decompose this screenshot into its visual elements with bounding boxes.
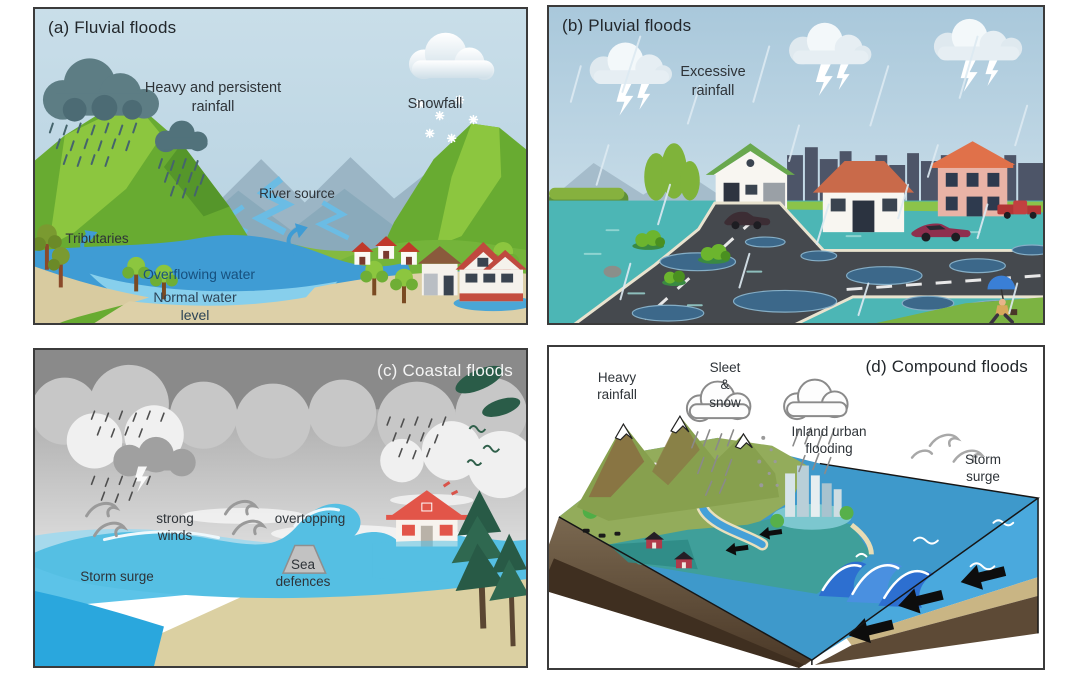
sleet-dots [757,435,779,488]
storm-cloud-icon [789,22,872,96]
label-inland-urban-flooding: Inland urban flooding [791,424,867,457]
panel-coastal-floods: (c) Coastal floods strong winds overtopp… [33,348,528,668]
storm-cloud-icon [589,42,673,116]
lightning-icon [960,60,978,92]
label-heavy-rainfall-d: Heavy rainfall [597,370,637,403]
panel-c-title: (c) Coastal floods [377,361,513,380]
label-sleet-snow: Sleet & snow [709,360,741,410]
block-left-face-dark [549,558,812,668]
label-storm-surge-c: Storm surge [80,569,154,584]
overflow-arrow-icon [80,223,308,262]
beach-sand [89,573,526,666]
panel-pluvial-floods: (b) Pluvial floods Excessive rainfall [547,5,1045,325]
storm-cloud-icon [933,18,1023,92]
small-houses-icon [351,236,420,265]
lightning-icon [815,64,833,96]
label-storm-surge-d: Storm surge [964,452,1001,485]
rain-drops [90,410,447,503]
lightning-icon [134,466,149,493]
rain-drops [48,122,205,199]
rain-cloud-icon [42,58,208,153]
poplar-bushes [644,143,700,201]
label-river-source: River source [259,186,335,201]
block-left-face [549,516,812,668]
house-icon [417,245,462,296]
rain-streaks [569,35,1029,317]
pluvial-floods-illustration [549,7,1043,323]
city-buildings [770,465,854,530]
label-excessive-rainfall: Excessive rainfall [680,64,746,99]
wind-swirl-icon [910,433,986,463]
snowflakes [415,95,479,144]
snow-cloud-icon [408,32,495,81]
surge-arrows-icon [725,526,1007,644]
lightning-icon [616,84,634,116]
house-pink-icon [929,141,1016,217]
block-outlines [558,462,1040,666]
fluvial-floods-illustration [35,9,526,323]
house-orange-roof-icon [812,161,915,233]
label-sea-defences: Sea defences [275,557,331,590]
label-heavy-persistent-rainfall: Heavy and persistent rainfall [144,80,282,115]
wind-swirl-icon [85,499,268,538]
panel-b-title: (b) Pluvial floods [562,16,692,35]
rain-cloud-icon [685,380,752,496]
large-house-icon [453,242,526,312]
label-normal-water-level: Normal water level [153,289,237,323]
lightning-icon [836,64,850,90]
compound-floods-illustration [549,347,1043,668]
water-bushes [603,230,731,286]
sea-defence-icon [281,544,327,574]
label-overflowing-water: Overflowing water [142,266,256,282]
coastal-floods-illustration [35,350,526,666]
truck-icon [997,200,1042,219]
car-sedan-icon [724,211,771,230]
label-overtopping: overtopping [274,511,346,526]
birds-icon [466,425,501,467]
panel-d-title: (d) Compound floods [865,357,1028,376]
car-sports-icon [911,223,971,242]
mountains [576,414,780,521]
road [573,201,1043,323]
panel-fluvial-floods: (a) Fluvial floods Heavy and persistent … [33,7,528,325]
water-streaks [583,229,981,307]
flood-zone [608,509,874,594]
flooded-houses-icon [644,531,694,569]
umbrella-person-icon [987,275,1018,323]
sleet-snow-cloud-icon [757,378,849,488]
lightning-icon [985,60,999,86]
panel-a-title: (a) Fluvial floods [48,18,177,37]
label-strong-winds: strong winds [156,511,194,544]
lightning-icon [637,84,651,110]
panel-compound-floods: (d) Compound floods Heavy rainfall Sleet… [547,345,1045,670]
pine-trees [451,365,526,647]
label-tributaries: Tributaries [65,231,129,246]
label-snowfall: Snowfall [407,96,463,112]
wave-icon [818,561,934,608]
